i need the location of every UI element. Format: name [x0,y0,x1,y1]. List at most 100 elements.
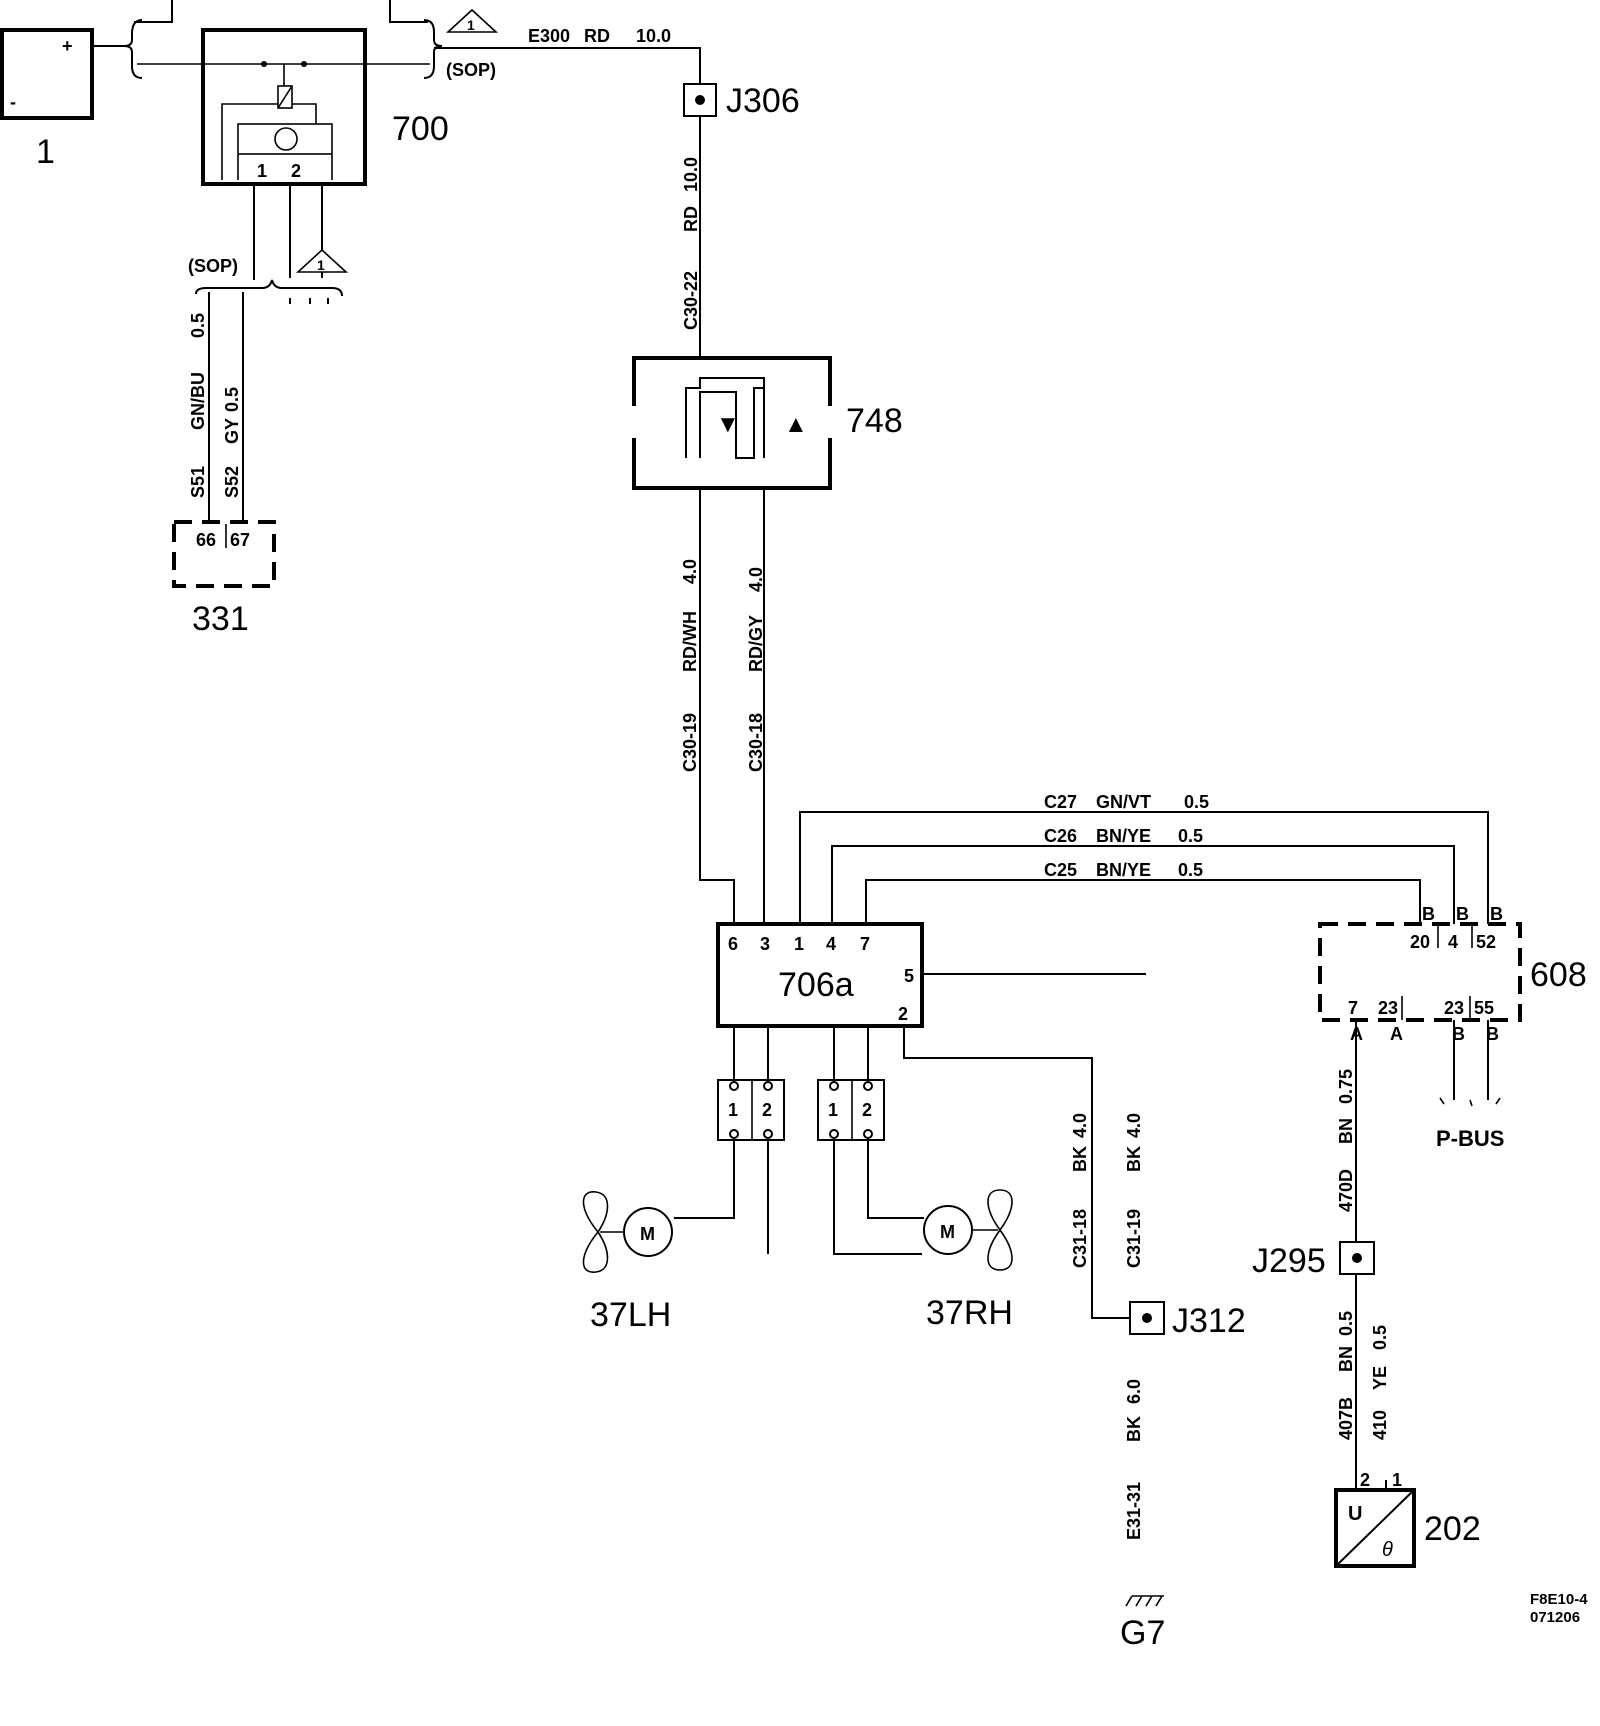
pin-331-66: 66 [196,530,216,550]
pin-706a-4: 4 [826,934,836,954]
ground-icon [1125,1595,1164,1607]
junction-j295-label: J295 [1252,1242,1326,1280]
junction-j295[interactable]: J295 [1252,1241,1375,1280]
wire-c25-color: BN/YE [1096,860,1151,880]
component-1-label: 1 [36,133,55,171]
pin-706a-1: 1 [794,934,804,954]
wire-c31-18-size: 4.0 [1070,1113,1090,1138]
wire-c25-size: 0.5 [1178,860,1203,880]
wire-e300-id: E300 [528,26,570,46]
component-37rh-label: 37RH [926,1294,1013,1332]
pin-202-1: 1 [1392,1470,1402,1490]
component-1[interactable]: + - 1 [0,28,94,171]
pin-706a-3: 3 [760,934,770,954]
connector-lh: 1 2 [717,1079,785,1141]
wire-c26-size: 0.5 [1178,826,1203,846]
fan-rh-icon [987,1189,1013,1232]
pin-608-letter-b2: B [1456,904,1469,924]
pin-608-4: 4 [1448,932,1458,952]
battery-plus-symbol: + [62,36,73,56]
wire-470d-size: 0.75 [1336,1069,1356,1104]
pin-608-52: 52 [1476,932,1496,952]
wire-c25-id: C25 [1044,860,1077,880]
conn-lh-pin2: 2 [762,1100,772,1120]
wire-c31-18-color: BK [1070,1146,1090,1172]
pin-608-letter-b4: B [1452,1024,1465,1044]
wire-e31-31-color: BK [1124,1416,1144,1442]
conn-rh-pin1: 1 [828,1100,838,1120]
wire-c31-19-id: C31-19 [1124,1209,1144,1268]
wire-c30-19-color: RD/WH [680,611,700,672]
component-608[interactable]: B B B 20 4 52 7 23 23 55 A A B B 608 [1318,904,1587,1044]
fan-motor-lh[interactable]: M 37LH [582,1191,673,1334]
wire-410-id: 410 [1370,1410,1390,1440]
wire-c26 [831,845,1455,924]
pin-202-2: 2 [1360,1470,1370,1490]
wire-s51-id: S51 [188,466,208,498]
component-706a[interactable]: 6 3 1 4 7 5 2 706a [716,922,924,1028]
pin-706a-2: 2 [898,1004,908,1024]
component-331[interactable]: 66 67 331 [172,520,276,638]
wire-c30-18-color: RD/GY [746,615,766,672]
wire-c30-18-size: 4.0 [746,567,766,592]
battery-minus-symbol: - [10,92,16,112]
wire-c30-19-size: 4.0 [680,559,700,584]
junction-j312-label: J312 [1172,1302,1246,1340]
wire-s52-id: S52 [222,466,242,498]
wire-407b-id: 407B [1336,1397,1356,1440]
component-202[interactable]: 2 1 U θ 202 [1334,1470,1481,1568]
wire-e300 [434,47,701,84]
brace-right [423,19,443,79]
pin-608-letter-b5: B [1486,1024,1499,1044]
component-700-label: 700 [392,110,449,148]
sensor-diagonal [1335,1489,1415,1567]
fan-lh-icon [582,1191,609,1234]
pin-608-7: 7 [1348,998,1358,1018]
drawing-ref-date: 071206 [1530,1609,1580,1626]
wire-s51-color: GN/BU [188,372,208,430]
pin-608-20: 20 [1410,932,1430,952]
sop-label-bottom: (SOP) [188,256,238,276]
warning-triangle-top: 1 [445,8,499,33]
pin-608-letter-b1: B [1422,904,1435,924]
relay-switch-icon [274,127,298,151]
warning-triangle-bottom: 1 [295,248,349,273]
wire-s52-color: GY [222,418,242,444]
wire-c30-22-size: 10.0 [681,157,701,192]
wire-e31-31-size: 6.0 [1124,1379,1144,1404]
wire-c27-size: 0.5 [1184,792,1209,812]
pin-608-letter-b3: B [1490,904,1503,924]
component-748[interactable]: ▼ ▲ 748 [628,356,903,490]
svg-text:1: 1 [317,257,325,273]
wire-top-left-stub [134,0,173,23]
relay-body [237,123,333,155]
component-700[interactable]: 1 2 700 [137,28,449,186]
pin-706a-7: 7 [860,934,870,954]
junction-j312[interactable]: J312 [1129,1301,1246,1340]
arrow-down-icon: ▼ [716,411,740,438]
pin-700-2: 2 [291,161,301,181]
contact-dot-left [261,61,267,67]
component-331-label: 331 [192,600,249,638]
motor-lh-symbol: M [640,1224,655,1244]
svg-text:1: 1 [467,17,475,33]
component-706a-label: 706a [778,966,854,1004]
connector-rh: 1 2 [817,1079,885,1141]
brace-left [123,19,143,79]
fan-motor-rh[interactable]: M 37RH [923,1189,1013,1332]
wire-410-color: YE [1370,1366,1390,1390]
pin-608-letter-a2: A [1390,1024,1403,1044]
wire-c26-id: C26 [1044,826,1077,846]
motor-rh-symbol: M [940,1222,955,1242]
pin-706a-6: 6 [728,934,738,954]
wire-407b-color: BN [1336,1346,1356,1372]
pin-608-23b: 23 [1444,998,1464,1018]
wire-c27 [799,811,1489,924]
pin-700-1: 1 [257,161,267,181]
junction-j306[interactable]: J306 [683,82,800,120]
wire-c26-color: BN/YE [1096,826,1151,846]
wire-e300-size: 10.0 [636,26,671,46]
pbus-label: P-BUS [1436,1126,1504,1151]
ground-g7[interactable]: G7 [1120,1595,1165,1652]
